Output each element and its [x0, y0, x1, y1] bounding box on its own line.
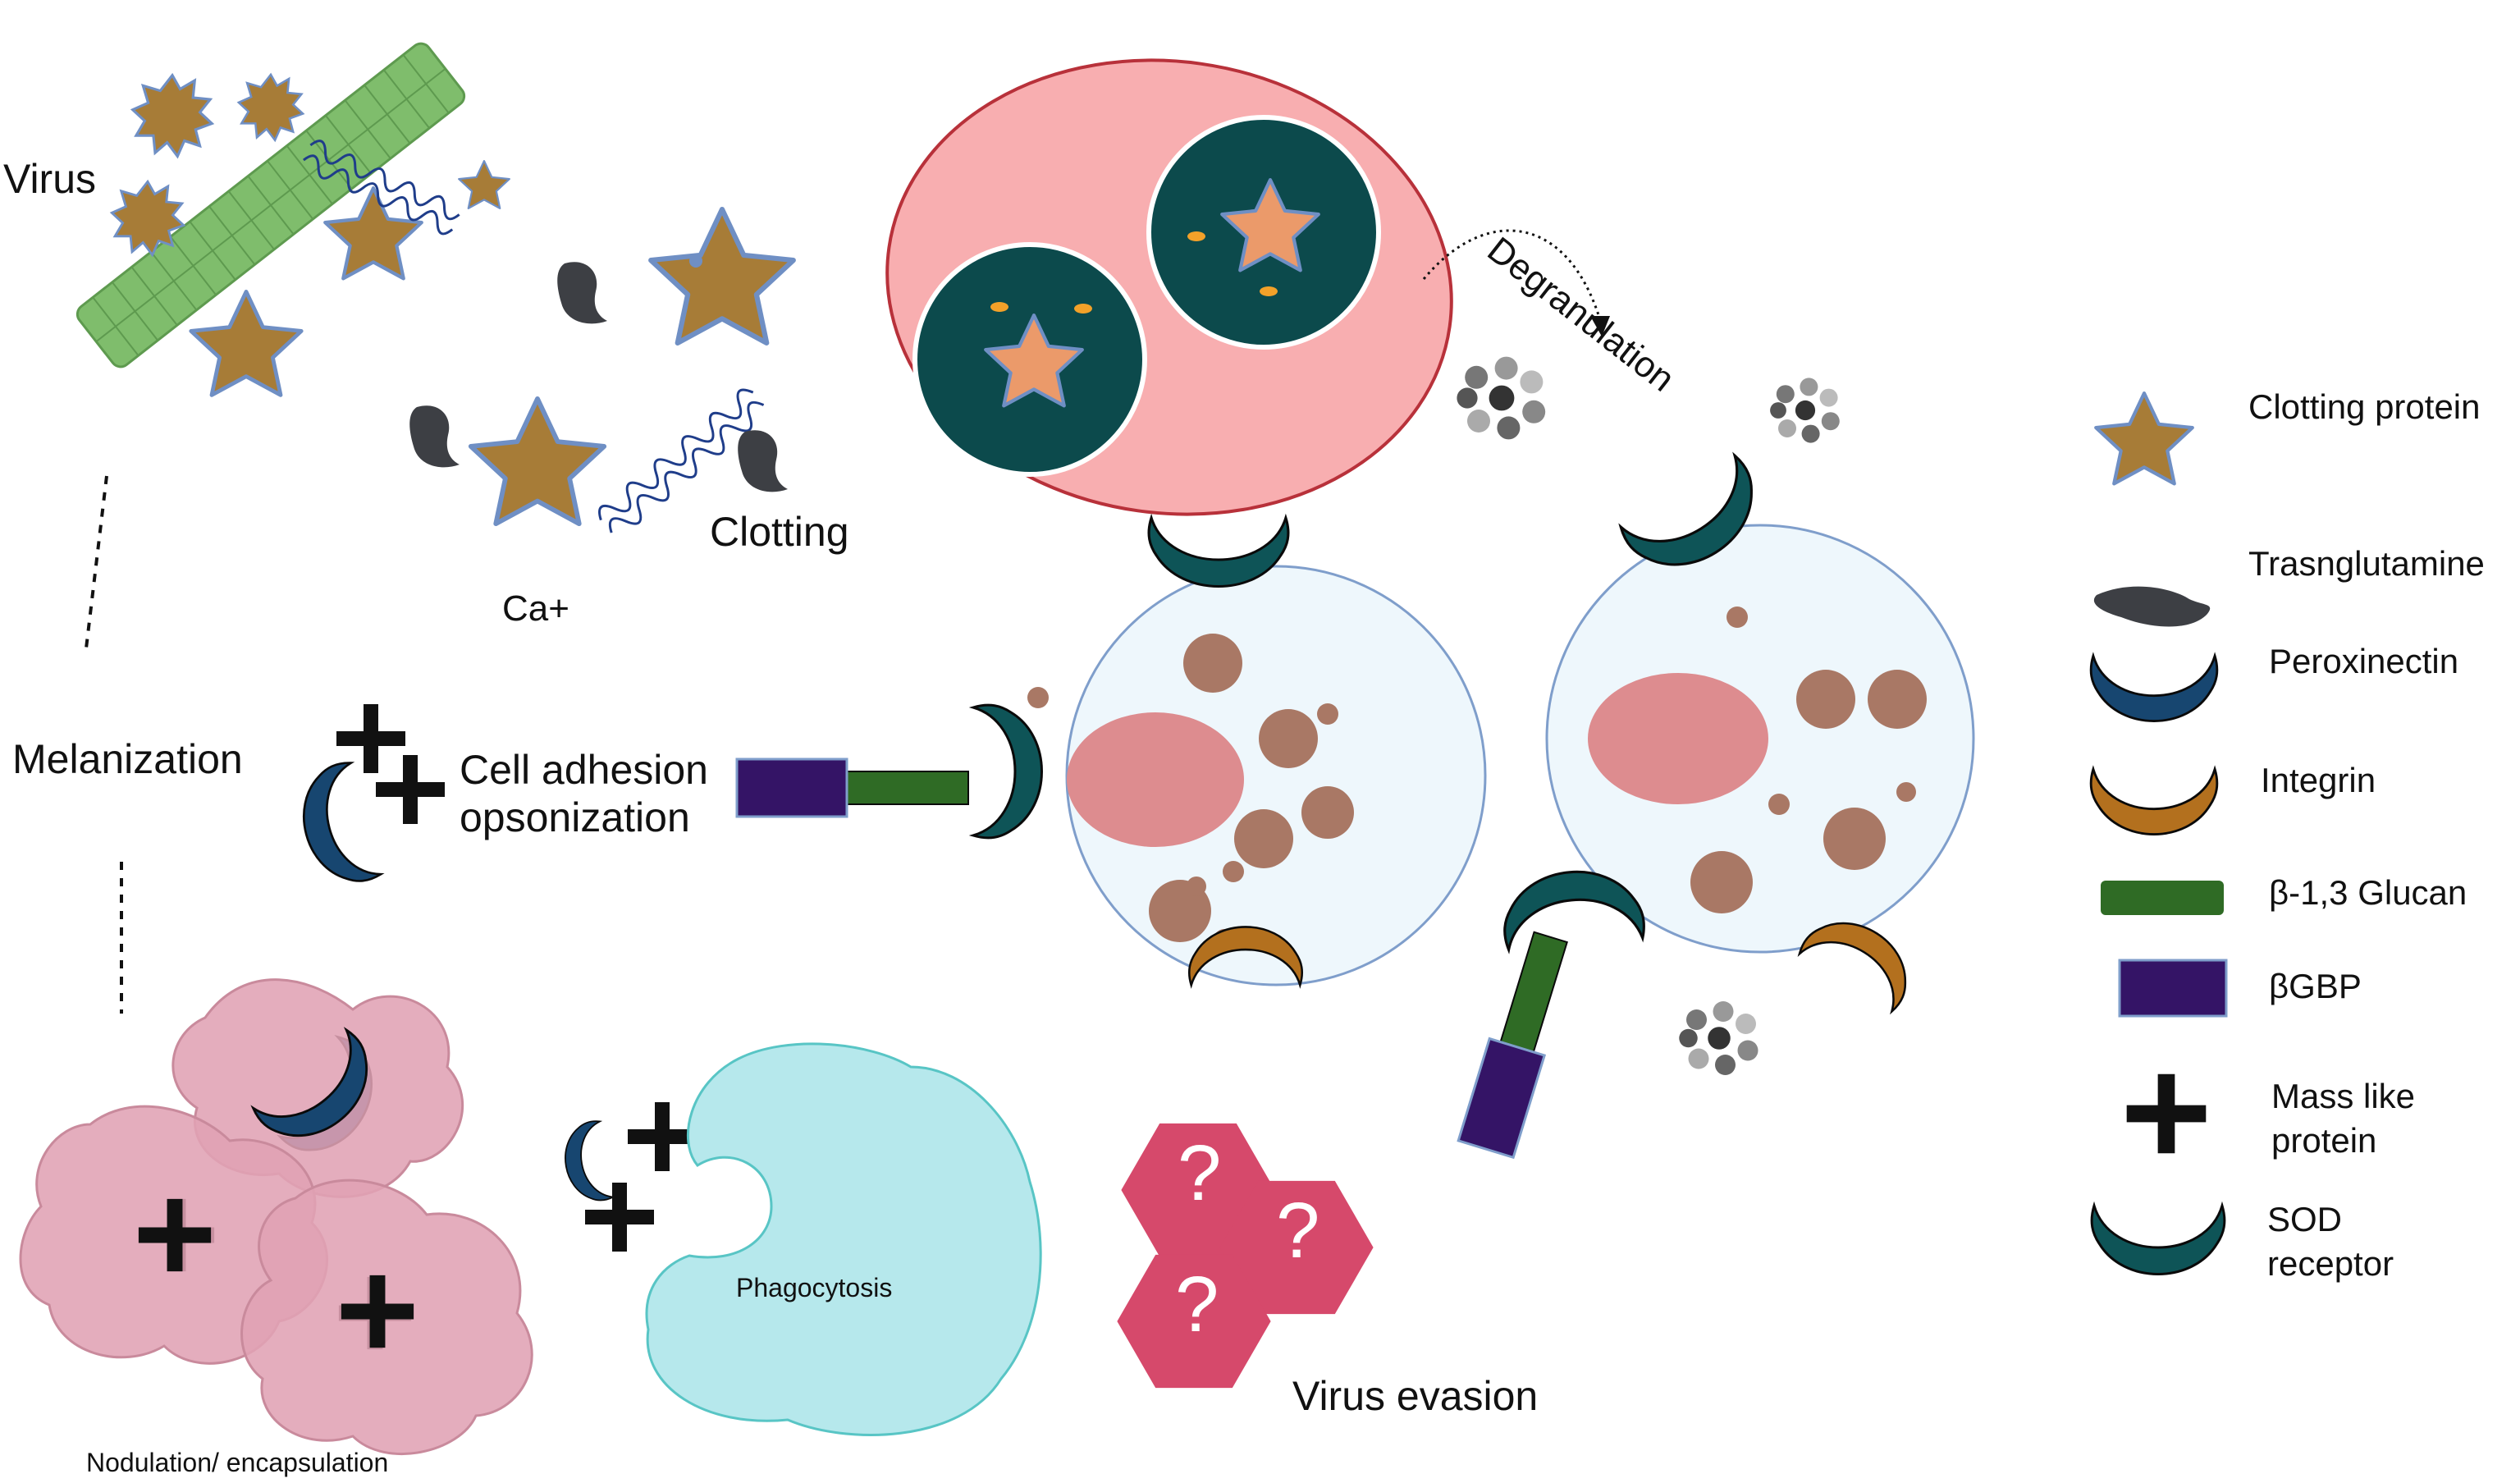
bgbp-glucan-complex	[1457, 931, 1568, 1160]
virus-evasion-hexagons	[1117, 1123, 1374, 1389]
legend-integrin-icon	[2089, 767, 2219, 835]
question-icon: ?	[1178, 1129, 1222, 1217]
virus-evasion-label: Virus evasion	[1292, 1373, 1539, 1419]
legend-sod-receptor: receptor	[2267, 1244, 2394, 1283]
question-icon: ?	[1276, 1187, 1320, 1275]
dotted-connector	[85, 475, 108, 649]
epithelium-tube	[75, 42, 466, 368]
opsonization-label: opsonization	[460, 794, 690, 840]
degranulation-arrow	[1422, 229, 1602, 321]
melanization-label: Melanization	[12, 736, 243, 782]
arrow-head	[1590, 316, 1610, 336]
calcium-label: Ca+	[502, 588, 569, 629]
legend-glucan-icon	[2101, 881, 2224, 915]
legend-bgbp-icon	[2118, 959, 2228, 1018]
legend-peroxinectin: Peroxinectin	[2269, 642, 2459, 680]
legend-plus-icon	[2126, 1073, 2207, 1154]
phagocyte-cell	[645, 1042, 1042, 1436]
legend-peroxinectin-icon	[2089, 654, 2219, 722]
legend-clotting-protein: Clotting protein	[2248, 387, 2481, 426]
granular-hemocyte	[885, 58, 1453, 516]
nodule-cells	[19, 978, 533, 1455]
legend-mass-like: Mass like	[2271, 1077, 2416, 1115]
hemocyte-right	[1545, 524, 1975, 954]
legend-sod-receptor-icon	[2090, 1204, 2226, 1275]
legend-integrin: Integrin	[2261, 761, 2376, 799]
hemocyte-left	[1027, 565, 1487, 986]
legend-mass-like-protein: protein	[2271, 1121, 2377, 1160]
legend-glucan: β-1,3 Glucan	[2269, 873, 2467, 912]
legend-star-icon	[2096, 393, 2193, 483]
virus-label: Virus	[3, 156, 97, 202]
clot-fibers	[303, 140, 765, 533]
phagocytosis-label: Phagocytosis	[736, 1273, 893, 1302]
legend-sod: SOD	[2267, 1200, 2343, 1238]
cell-adhesion-label: Cell adhesion	[460, 747, 708, 793]
legend-transglutaminase-icon	[2093, 586, 2211, 627]
nodulation-label: Nodulation/ encapsulation	[86, 1448, 389, 1477]
legend-bgbp: βGBP	[2269, 967, 2362, 1005]
clotting-label: Clotting	[710, 509, 849, 555]
question-icon: ?	[1175, 1261, 1219, 1348]
legend-transglutamine: Trasnglutamine	[2248, 544, 2485, 583]
bgbp-glucan-complex	[735, 758, 969, 818]
